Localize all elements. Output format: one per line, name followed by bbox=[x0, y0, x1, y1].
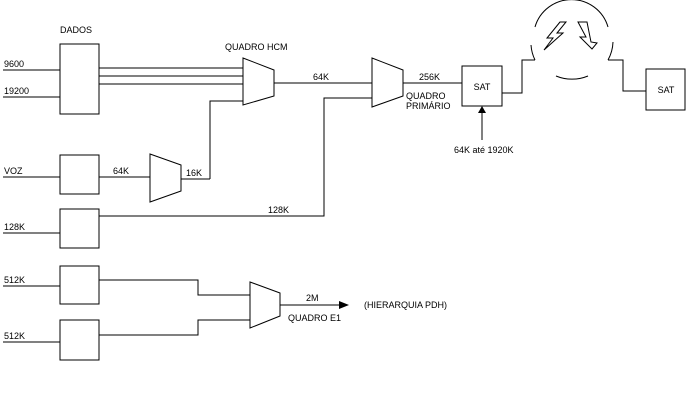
satellite-cloud-icon bbox=[530, 0, 614, 80]
sat-rate-arrowhead bbox=[478, 106, 486, 113]
input-9600-label: 9600 bbox=[4, 59, 24, 69]
input-512k-b-label: 512K bbox=[4, 331, 25, 341]
primary-256k-label: 256K bbox=[419, 72, 440, 82]
line-512k-b-to-e1 bbox=[99, 319, 250, 336]
sat-left-block bbox=[461, 65, 503, 107]
line-512k-a-to-e1 bbox=[99, 279, 250, 296]
input-voz-label: VOZ bbox=[4, 166, 23, 176]
quadro-primario-label-2: PRIMÁRIO bbox=[406, 101, 451, 111]
quadro-hcm-mux bbox=[242, 57, 275, 106]
lightning-bolt-icon-right bbox=[577, 21, 598, 50]
dados-label: DADOS bbox=[60, 25, 92, 35]
voz-16k-label: 16K bbox=[186, 168, 202, 178]
quadro-e1-mux bbox=[249, 281, 281, 329]
path-128k-label: 128K bbox=[268, 205, 289, 215]
voz-block bbox=[59, 154, 100, 195]
block-512k-a bbox=[59, 265, 100, 305]
sat-range-label: 64K até 1920K bbox=[454, 145, 514, 155]
input-19200-label: 19200 bbox=[4, 86, 29, 96]
block-512k-b bbox=[59, 319, 100, 361]
input-512k-a-label: 512K bbox=[4, 275, 25, 285]
quadro-primario-mux bbox=[371, 57, 404, 108]
line-16k-to-hcm bbox=[209, 100, 243, 179]
e1-output-arrowhead bbox=[339, 301, 349, 309]
line-128k-to-primario bbox=[99, 97, 372, 217]
input-128k-label: 128K bbox=[4, 222, 25, 232]
voice-compressor bbox=[149, 153, 182, 203]
sat-right-label: SAT bbox=[658, 85, 675, 95]
voz-64k-label: 64K bbox=[113, 166, 129, 176]
sat-left-label: SAT bbox=[474, 82, 491, 92]
block-128k bbox=[59, 208, 100, 249]
line-sat-left-uplink bbox=[502, 59, 535, 94]
hcm-64k-label: 64K bbox=[313, 72, 329, 82]
line-sat-right-downlink bbox=[608, 59, 646, 92]
quadro-e1-label: QUADRO E1 bbox=[288, 313, 341, 323]
quadro-primario-label-1: QUADRO bbox=[406, 91, 446, 101]
quadro-hcm-label: QUADRO HCM bbox=[225, 42, 288, 52]
e1-2m-label: 2M bbox=[306, 293, 319, 303]
dados-block bbox=[59, 43, 100, 115]
pdh-hierarchy-label: (HIERARQUIA PDH) bbox=[364, 300, 447, 310]
lightning-bolt-icon-left bbox=[543, 21, 568, 51]
sat-right-block bbox=[645, 68, 686, 111]
